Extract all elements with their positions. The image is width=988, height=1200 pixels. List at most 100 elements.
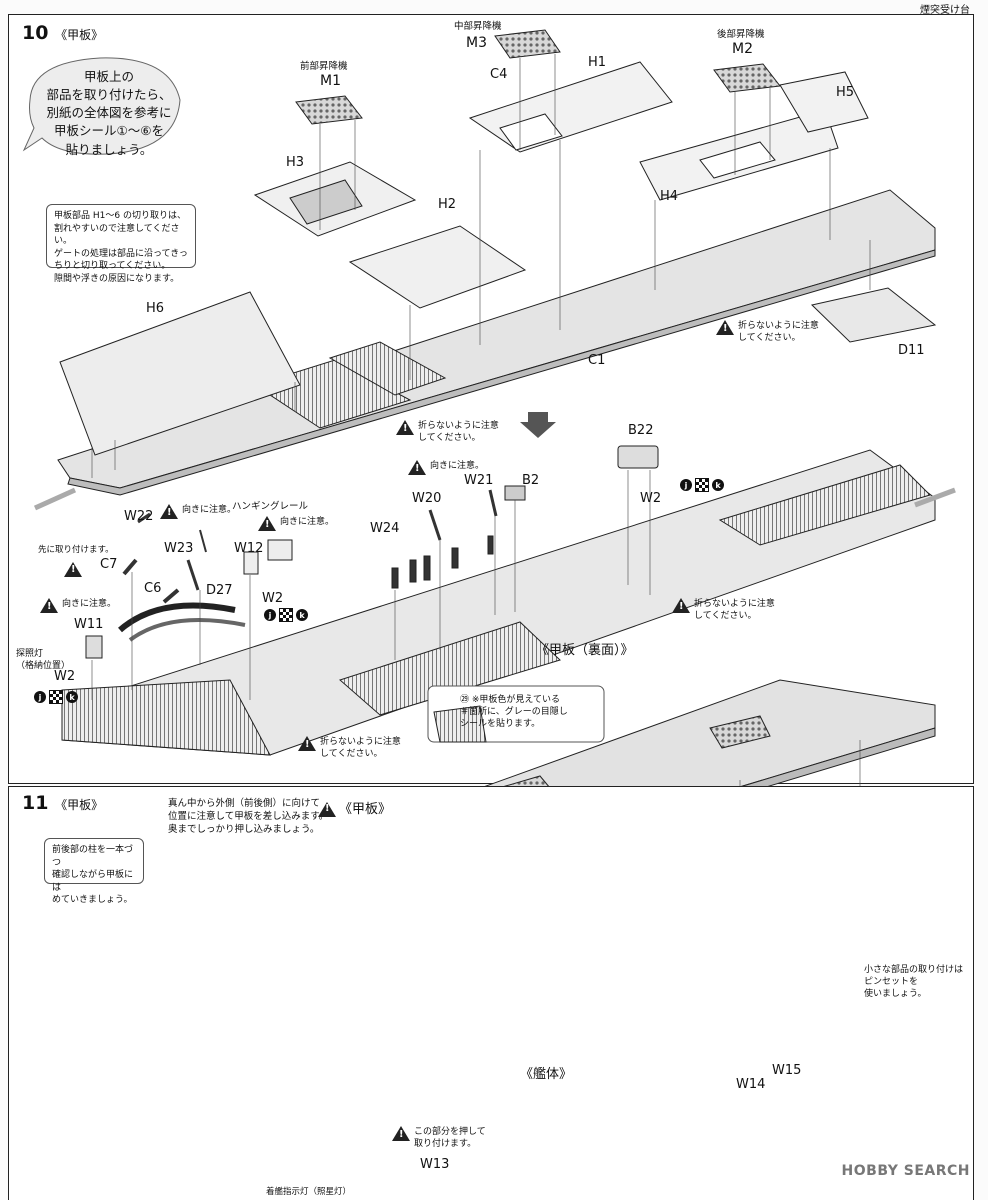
part-W15: W15 — [772, 1063, 802, 1078]
note-line: ピンセットを — [864, 977, 919, 988]
warn-text: 向きに注意。 — [182, 505, 237, 515]
watermark: HOBBY SEARCH — [841, 1163, 970, 1179]
note-line: 探照灯 — [16, 649, 44, 659]
step10-heading: 10 《甲板》 — [22, 22, 103, 44]
attach-first-label: 先に取り付けます。 — [38, 545, 114, 555]
warning-icon — [64, 562, 82, 577]
note-line: ちりと切り取ってください。 — [54, 261, 171, 272]
tip-bubble: 甲板上の 部品を取り付けたら、 別紙の全体図を参考に 甲板シール①～⑥を 貼りま… — [34, 68, 184, 159]
warning-icon — [672, 598, 690, 614]
rear-lift-label: 後部昇降機 — [717, 29, 765, 40]
bubble-line: 部品を取り付けたら、 — [46, 87, 172, 103]
warning-icon — [392, 1126, 410, 1142]
part-H3: H3 — [286, 155, 305, 170]
bubble-line: 甲板上の — [83, 69, 134, 84]
paint-chip-group-3: j k — [34, 690, 78, 704]
paint-chip-group-2: j k — [264, 608, 308, 622]
warning-icon — [716, 320, 734, 336]
note-line: 取り付けます。 — [414, 1139, 477, 1150]
insertion-instruction: 真ん中から外側（前後側）に向けて 位置に注意して甲板を差し込みます。 奥までしっ… — [168, 798, 328, 836]
note-line: 使いましょう。 — [864, 989, 927, 1000]
deck-underside-label: 《甲板（裏面）》 — [536, 643, 634, 658]
warn-text: 向きに注意。 — [280, 517, 335, 527]
part-W13: W13 — [420, 1157, 450, 1172]
paint-j-icon: j — [680, 479, 692, 491]
note-line: ※甲板色が見えている — [471, 695, 560, 705]
direction-warning-1: 向きに注意。 — [408, 460, 484, 476]
part-W2-right: W2 — [640, 491, 662, 506]
part-W22: W22 — [124, 509, 154, 524]
cut-caution-note: 甲板部品 H1～6 の切り取りは、 割れやすいので注意してください。 ゲートの処… — [46, 204, 196, 284]
part-H1: H1 — [588, 55, 607, 70]
paint-chip-group-1: j k — [680, 478, 724, 492]
step11-heading: 11 《甲板》 — [22, 792, 103, 814]
note-line: ゲートの処理は部品に沿ってきっ — [54, 248, 188, 259]
mid-lift-label: 中部昇降機 — [454, 21, 502, 32]
step11-number: 11 — [22, 792, 49, 814]
step11-panel — [8, 786, 974, 1200]
landing-light-label: 着艦指示灯（照星灯） — [266, 1187, 352, 1197]
note-line: 小さな部品の取り付けは — [864, 965, 964, 975]
warning-icon — [298, 736, 316, 752]
part-W20: W20 — [412, 491, 442, 506]
part-W23: W23 — [164, 541, 194, 556]
warn-line: してください。 — [418, 433, 481, 444]
step11-deck-label: 《甲板》 — [318, 802, 391, 817]
warning-icon — [160, 504, 178, 520]
part-B22: B22 — [628, 423, 654, 438]
warn-line: 折らないように注意 — [320, 737, 401, 747]
part-M3: M3 — [466, 35, 487, 51]
front-lift-label: 前部昇降機 — [300, 61, 348, 72]
part-W21: W21 — [464, 473, 494, 488]
part-W11: W11 — [74, 617, 104, 632]
bubble-line: 貼りましょう。 — [65, 141, 153, 157]
part-W12: W12 — [234, 541, 264, 556]
warning-icon — [408, 460, 426, 476]
step10-title: 《甲板》 — [55, 28, 104, 42]
note-line: 位置に注意して甲板を差し込みます。 — [168, 810, 329, 822]
direction-warning-4: 向きに注意。 — [40, 598, 117, 614]
deck-title: 《甲板》 — [339, 802, 392, 817]
checker-icon — [49, 690, 63, 704]
part-C4: C4 — [490, 67, 508, 82]
hanging-rail-label: ハンギングレール — [232, 501, 309, 512]
note-line: 甲板部品 H1～6 の切り取りは、 — [54, 211, 186, 221]
bubble-line: 甲板シール①～⑥を — [54, 123, 164, 139]
searchlight-label: 探照灯 （格納位置） — [16, 648, 70, 672]
paint-k-icon: k — [712, 479, 724, 491]
part-H6: H6 — [146, 301, 165, 316]
note-line: ＃箇所に、グレーの目隠し — [460, 707, 568, 718]
step11-title: 《甲板》 — [55, 798, 104, 812]
part-C7: C7 — [100, 557, 118, 572]
note-line: めていきましょう。 — [52, 895, 133, 906]
step10-number: 10 — [22, 22, 49, 44]
note-line: 真ん中から外側（前後側）に向けて — [168, 798, 321, 809]
paint-k-icon: k — [66, 691, 78, 703]
funnel-base-label: 煙突受け台 — [920, 5, 970, 16]
note-line: シールを貼ります。 — [460, 719, 541, 730]
warn-line: 折らないように注意 — [694, 599, 775, 609]
part-W2-left: W2 — [54, 669, 76, 684]
tip-bubble-shape — [22, 57, 181, 155]
warn-text: 向きに注意。 — [62, 599, 117, 609]
bubble-line: 別紙の全体図を参考に — [46, 105, 172, 121]
tweezers-note: 小さな部品の取り付けは ピンセットを 使いましょう。 — [864, 964, 963, 1000]
warning-icon — [396, 420, 414, 436]
direction-warning-2: 向きに注意。 — [160, 504, 237, 520]
warn-line: してください。 — [694, 611, 757, 622]
warning-icon — [318, 802, 336, 817]
note-line: （格納位置） — [16, 661, 71, 672]
hull-label: 《艦体》 — [520, 1067, 573, 1082]
decal-number: ㉙ — [460, 695, 470, 705]
warn-line: 折らないように注意 — [738, 321, 819, 331]
warning-icon — [40, 598, 58, 614]
part-C1: C1 — [588, 353, 606, 368]
note-line: 割れやすいので注意してください。 — [54, 223, 180, 247]
deck-top-assembly — [57, 29, 937, 496]
deck-underside-assembly — [33, 445, 956, 756]
